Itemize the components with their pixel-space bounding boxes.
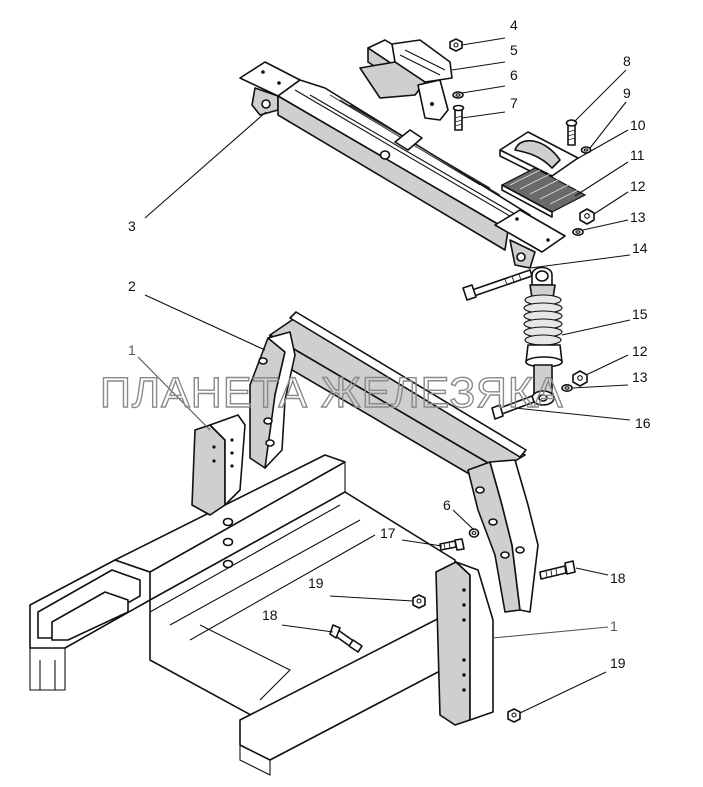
callout-6-mid: 6	[443, 497, 451, 513]
bolt-17	[439, 538, 465, 551]
callout-15: 15	[632, 306, 648, 322]
bolt-7	[452, 104, 465, 131]
nut-12-mid	[572, 370, 588, 387]
washer-13-top	[572, 228, 584, 237]
leader-lines	[137, 37, 631, 714]
upper-crossbeam-3	[239, 61, 566, 269]
callout-10: 10	[630, 117, 646, 133]
washer-6-top	[452, 91, 464, 99]
nut-19-bottom	[507, 708, 521, 723]
callout-18-right: 18	[610, 570, 626, 586]
bolt-8	[565, 119, 578, 146]
plate-11	[500, 167, 587, 218]
callout-1-right: 1	[610, 618, 618, 634]
callout-17: 17	[380, 525, 396, 541]
washer-6-mid	[468, 528, 480, 538]
callout-3: 3	[128, 218, 136, 234]
callout-2: 2	[128, 278, 136, 294]
bolt-18-right	[539, 560, 576, 580]
shock-absorber-15	[523, 266, 563, 406]
nut-12-top	[579, 208, 595, 225]
callout-8: 8	[623, 53, 631, 69]
bolt-18-left	[329, 624, 363, 653]
callout-19-left: 19	[308, 575, 324, 591]
callout-5: 5	[510, 42, 518, 58]
callout-1-left: 1	[128, 342, 136, 358]
bracket-1-left	[191, 414, 246, 516]
nut-4	[449, 38, 463, 52]
callout-13-mid: 13	[632, 369, 648, 385]
vehicle-frame	[29, 454, 481, 776]
callout-18-left: 18	[262, 607, 278, 623]
callout-16: 16	[635, 415, 651, 431]
callout-9: 9	[623, 85, 631, 101]
callout-6-top: 6	[510, 67, 518, 83]
bracket-1-right	[435, 561, 494, 726]
callout-12-top: 12	[630, 178, 646, 194]
callout-11: 11	[630, 147, 645, 163]
watermark-text: ПЛАНЕТА ЖЕЛЕЗЯКА	[100, 369, 564, 417]
washer-9	[580, 146, 592, 154]
callout-19-bottom: 19	[610, 655, 626, 671]
callout-numbers: 4 5 6 7 8 9 10 11 12 13 14 3 2 15 1 12 1…	[128, 17, 651, 671]
bolt-14	[462, 269, 533, 301]
nut-19-left	[412, 594, 426, 609]
latch-bracket-5	[359, 39, 453, 121]
bolt-16	[491, 395, 535, 420]
callout-12-mid: 12	[632, 343, 648, 359]
callout-4: 4	[510, 17, 518, 33]
lower-crossbeam-2	[249, 311, 539, 613]
callout-7: 7	[510, 95, 518, 111]
callout-13-top: 13	[630, 209, 646, 225]
callout-14: 14	[632, 240, 648, 256]
